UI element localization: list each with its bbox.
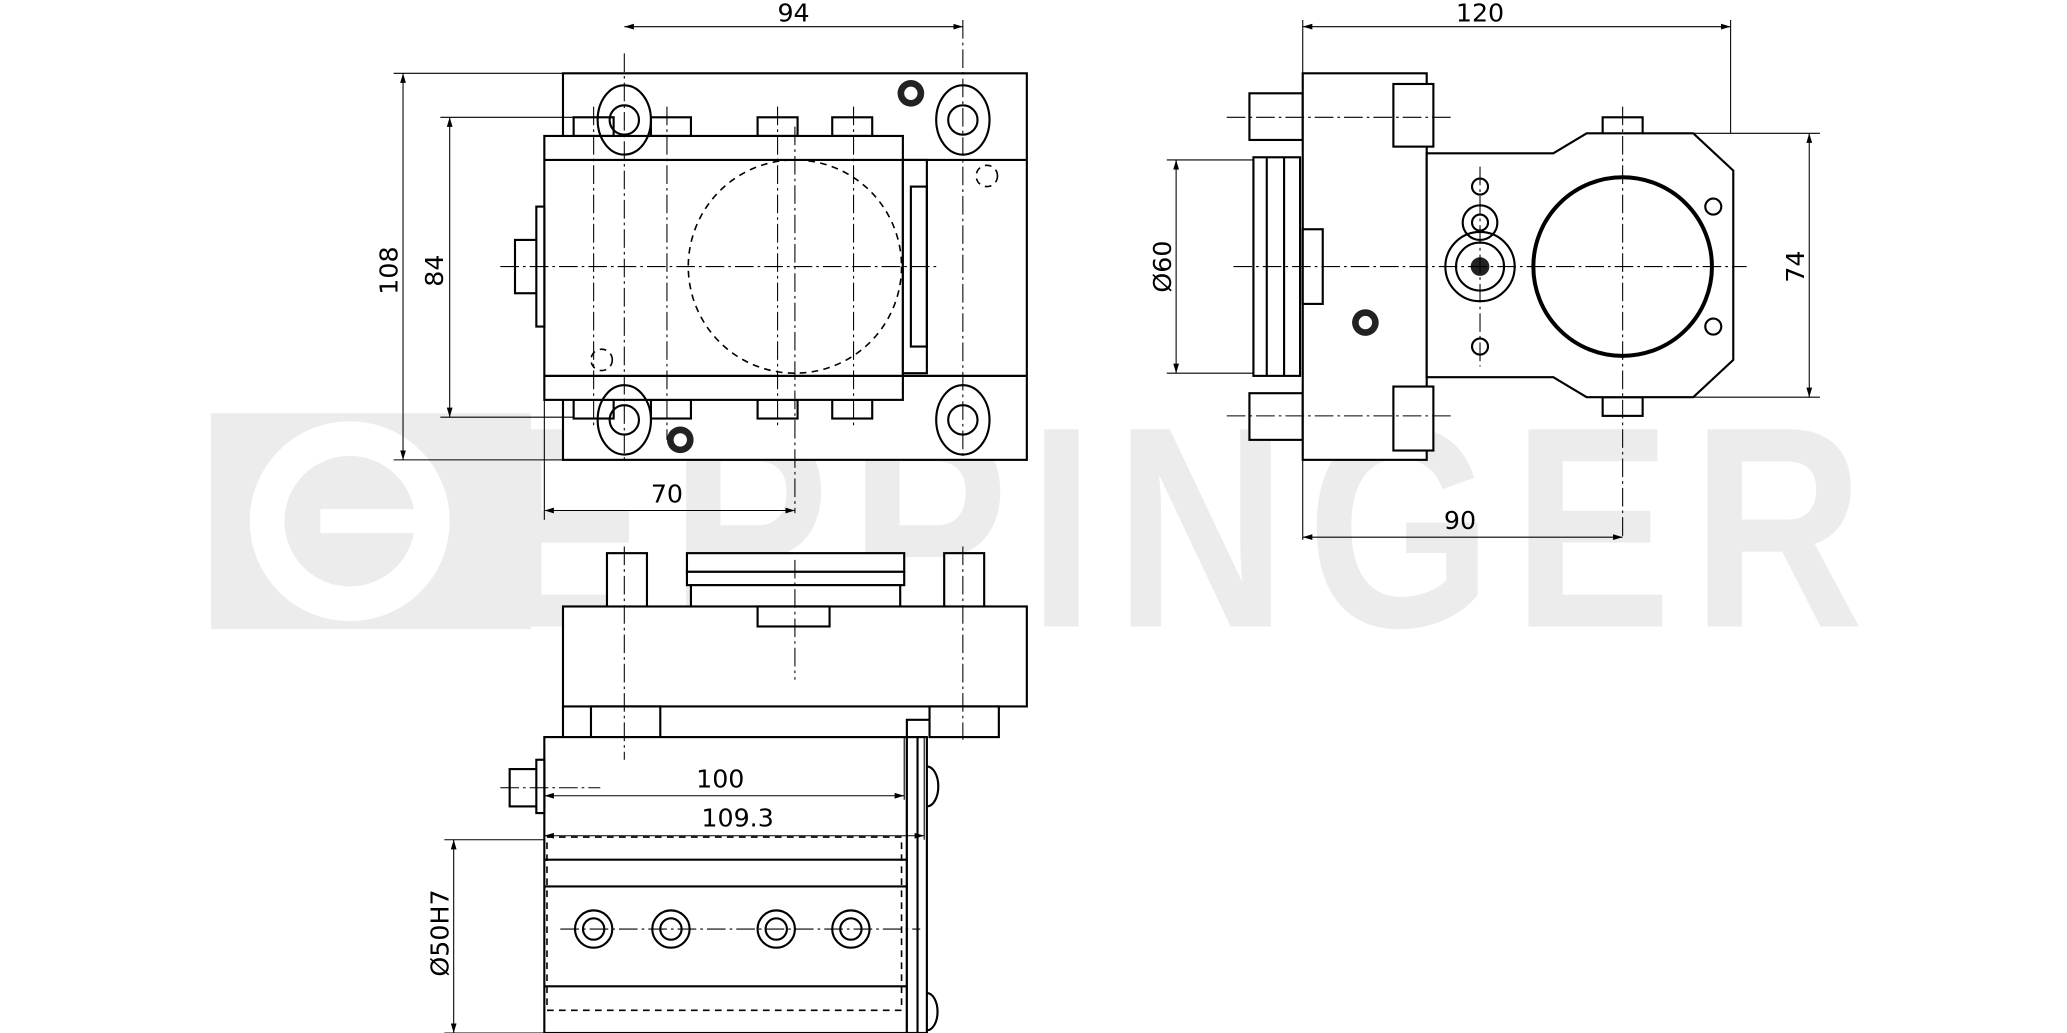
dim-120: 120	[1456, 0, 1504, 27]
dim-100: 100	[696, 764, 744, 794]
dim-70: 70	[651, 479, 683, 509]
dim-90: 90	[1444, 505, 1476, 535]
dim-dia-60: Ø60	[1147, 241, 1177, 293]
dim-84: 84	[419, 254, 449, 286]
dim-108: 108	[374, 246, 404, 294]
dim-94: 94	[777, 0, 809, 27]
dim-dia-50h7: Ø50H7	[424, 889, 454, 976]
dim-74: 74	[1780, 250, 1810, 282]
top-view: 100 109.3 Ø50H7	[424, 546, 1028, 1033]
dim-109-3: 109.3	[701, 802, 773, 832]
front-view: 94 108 84 70	[374, 0, 1028, 520]
watermark-logo-icon	[249, 421, 450, 622]
side-view: 120 74 Ø60 90	[1147, 0, 1820, 541]
